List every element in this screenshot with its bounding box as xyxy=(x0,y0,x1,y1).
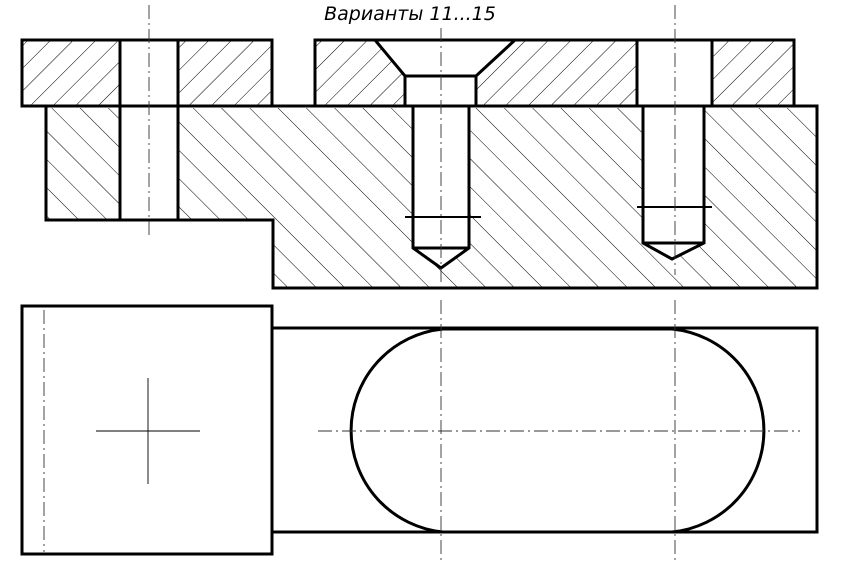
section-view xyxy=(20,5,819,290)
top-view-axes xyxy=(43,300,800,562)
upper-plate xyxy=(20,38,796,108)
section-axes xyxy=(148,5,676,282)
top-view xyxy=(20,300,819,562)
square-boss xyxy=(20,304,274,556)
base-hatching xyxy=(46,108,817,288)
slot-outline xyxy=(349,327,766,534)
plate-hatching xyxy=(22,40,794,106)
drawing-title: Варианты 11...15 xyxy=(324,3,496,25)
